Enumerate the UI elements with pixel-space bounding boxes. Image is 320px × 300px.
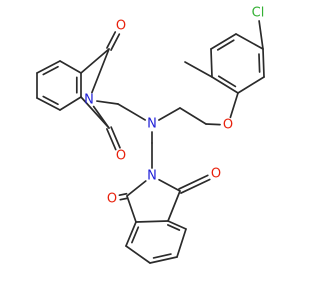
bond-t5-tc1 [80,48,110,74]
molecule-structure: O N O N O Cl N O O [36,6,265,264]
atom-n-amine: N [147,117,157,132]
bond-t6-t1-inner [42,65,59,76]
bond-n3-bc2 [158,178,181,192]
bond-b4-b5 [149,256,178,264]
bond-b6-b2-inner [167,224,181,231]
bond-n1-m1 [96,100,119,105]
bond-r4-r5 [235,33,264,50]
bond-b1-b3 [125,221,137,247]
atom-o-top-2: O [116,149,126,164]
bond-r3-r4-inner [216,39,235,51]
bond-r2-r3 [210,48,213,78]
bond-r2-me [184,61,213,78]
bond-t6-t1 [36,60,61,74]
atom-o-ether: O [223,118,233,133]
bond-bc2-b2 [167,190,181,222]
bond-b5-b6 [176,228,187,258]
atom-n-top-imide: N [84,93,94,108]
bond-bc2-o5-a [180,178,211,194]
bond-bc1-o4-b [119,197,129,201]
bond-c2-o3 [205,123,221,126]
bond-m1-n2 [117,103,146,121]
bond-lines [36,20,265,264]
bond-t5-t6 [59,60,82,74]
bond-tc2-o2-a [106,128,117,151]
bond-n3-bc1 [126,180,147,197]
bond-t3-t4 [59,96,82,111]
bond-bc2-o5-b [178,174,209,190]
bond-c1-c2 [179,107,207,125]
bond-tc2-o2-b [110,126,121,149]
bond-t2-t3-inner [42,95,59,106]
bond-b1-b2 [135,220,169,223]
bond-r1-r2-inner [217,75,237,88]
bond-b1-b3-inner [131,226,140,244]
bond-t2-t3 [36,97,61,111]
atom-n-bottom-imide: N [147,169,157,184]
atom-o-bottom-left: O [107,192,117,207]
bond-r5-r6 [262,48,265,78]
bond-tc2-t4 [80,96,110,129]
atom-cl: Cl [252,6,265,21]
bond-tc1-o1-a [110,33,121,51]
atom-o-bottom-right: O [211,167,221,182]
bond-o3-r1 [229,92,239,119]
bond-r5-r6-inner [258,53,261,73]
bond-b3-b4 [125,245,151,264]
bond-bc1-b1 [126,195,137,223]
bond-r6-r1 [237,76,265,94]
bond-bc1-o4-a [118,192,128,197]
bond-n2-c1 [158,107,181,121]
bond-r3-r4 [210,33,237,50]
bond-r5-cl [258,20,264,50]
bond-b6-b2 [167,220,187,230]
atom-labels: O N O N O Cl N O O [84,6,264,207]
bond-r1-r2 [211,76,239,94]
atom-o-top-1: O [116,19,126,34]
bond-tc1-n1 [91,48,110,94]
bond-tc1-o1-b [106,31,117,49]
bond-b4-b5-inner [152,253,172,259]
